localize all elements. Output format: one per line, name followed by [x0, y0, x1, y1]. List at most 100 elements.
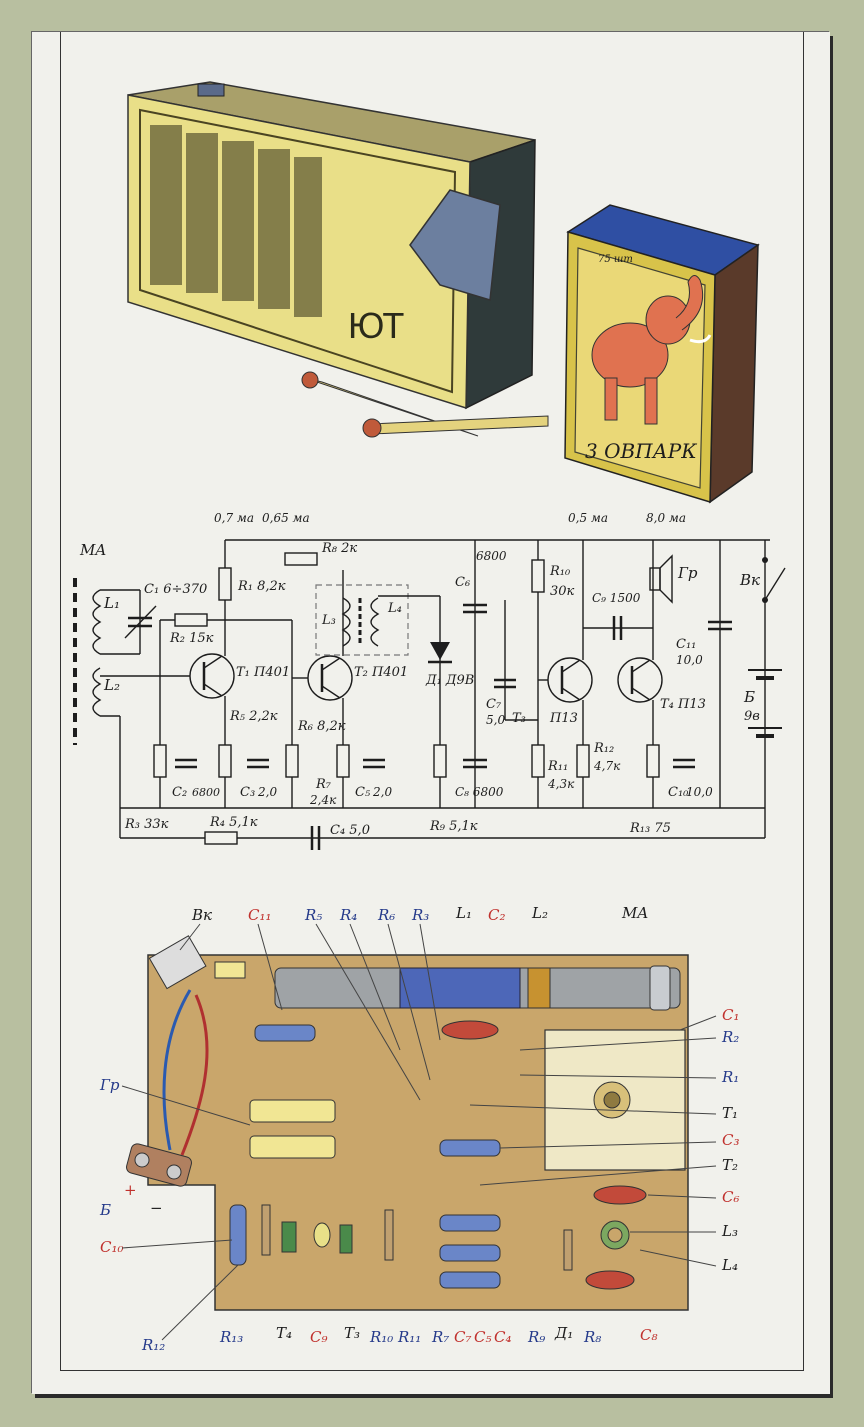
board-label-l1: L₁	[455, 904, 472, 922]
board-label-minus: −	[150, 1199, 163, 1217]
speaker-icon	[649, 554, 673, 604]
board-label-r5: R₅	[304, 906, 322, 924]
label-r8: R₈ 2к	[321, 541, 357, 556]
board-label-c8: C₈	[640, 1326, 658, 1344]
label-r7: R₇	[315, 777, 332, 792]
board-label-r1: R₁	[721, 1068, 739, 1086]
board-label-t4: T₄	[276, 1324, 292, 1342]
board-label-l4: L₄	[721, 1256, 738, 1274]
label-c3: C₃	[240, 785, 255, 800]
label-c7-value: 5,0	[486, 713, 505, 727]
label-c2: C₂	[172, 785, 187, 800]
label-l1: L₁	[103, 594, 120, 612]
board-label-ma: MA	[621, 904, 648, 922]
matchbox-count: 75 шт	[598, 254, 633, 265]
board-label-r10: R₁₀	[369, 1328, 393, 1346]
transistor-t4	[617, 657, 663, 703]
board-label-r9: R₉	[527, 1328, 545, 1346]
board-label-c3: C₃	[722, 1131, 740, 1149]
elephant-icon	[591, 275, 712, 425]
label-r4: R₄ 5,1к	[209, 815, 258, 830]
resistors	[153, 552, 660, 845]
circuit-board: Вк C₁₁ R₅ R₄ R₆ R₃ L₁ C₂ L₂ MA C₁ R₂ R₁ …	[99, 904, 740, 1354]
label-c11-value: 10,0	[676, 653, 703, 667]
board-label-c11: C₁₁	[248, 906, 272, 924]
label-r2: R₂ 15к	[169, 631, 214, 646]
board-label-l3: L₃	[721, 1222, 738, 1240]
label-r12-value: 4,7к	[593, 759, 621, 773]
pocket-radio: ЮТ	[127, 81, 549, 438]
magnetic-antenna	[73, 578, 102, 745]
label-c8: C₈ 6800	[455, 785, 504, 799]
board-label-t1: T₁	[722, 1104, 738, 1122]
matches	[301, 371, 549, 438]
label-l3: L₃	[321, 613, 336, 628]
battery	[748, 669, 782, 738]
board-label-c7: C₇	[454, 1328, 472, 1346]
transistor-t2	[307, 655, 353, 701]
label-l2: L₂	[103, 676, 120, 694]
speaker-terminals	[249, 1099, 336, 1159]
label-t3-value: П13	[549, 711, 578, 726]
board-label-r4: R₄	[339, 906, 357, 924]
board-label-c6: C₆	[722, 1188, 740, 1206]
board-label-c10: C₁₀	[100, 1238, 124, 1256]
label-c9: C₉ 1500	[592, 591, 641, 605]
board-label-c5: C₅	[474, 1328, 492, 1346]
ferrite-rod	[274, 965, 681, 1011]
tuning-dial	[409, 189, 501, 301]
label-r3: R₃ 33к	[124, 817, 169, 832]
label-r11-value: 4,3к	[547, 777, 575, 791]
capacitors	[175, 603, 732, 850]
label-battery: Б	[743, 688, 755, 706]
label-gr: Гр	[677, 564, 698, 582]
label-r5: R₅ 2,2к	[229, 709, 278, 724]
label-r9: R₉ 5,1к	[429, 819, 478, 834]
label-c7: C₇	[486, 697, 502, 712]
label-ma: MA	[79, 541, 106, 559]
board-label-r8: R₈	[583, 1328, 601, 1346]
label-t2: T₂ П401	[354, 665, 408, 680]
board-label-c1: C₁	[722, 1006, 740, 1024]
label-vk: Вк	[739, 571, 760, 589]
label-t3: T₃	[512, 711, 526, 726]
label-c2-value: 6800	[192, 786, 220, 799]
current-1: 0,7 ма	[214, 511, 254, 525]
board-label-d1: Д₁	[554, 1324, 573, 1342]
radio-logo: ЮТ	[348, 305, 404, 346]
label-r12: R₁₂	[593, 741, 614, 756]
label-r1: R₁ 8,2к	[237, 579, 286, 594]
label-r13: R₁₃ 75	[629, 821, 671, 836]
if-transformer-box	[315, 584, 409, 656]
volume-knob	[197, 83, 225, 97]
circuit-schematic: 0,7 ма 0,65 ма 0,5 ма 8,0 ма MA L₁ L₂ C₁…	[73, 511, 786, 850]
label-r6: R₆ 8,2к	[297, 719, 346, 734]
components	[229, 1020, 647, 1290]
board-label-gr: Гр	[99, 1076, 120, 1094]
current-4: 8,0 ма	[646, 511, 686, 525]
label-t4: T₄ П13	[660, 697, 706, 712]
board-label-l2: L₂	[531, 904, 548, 922]
label-c10: C₁₀	[668, 785, 689, 800]
label-c10-value: 10,0	[686, 785, 713, 799]
board-label-c2: C₂	[488, 906, 506, 924]
label-c4: C₄ 5,0	[330, 823, 370, 838]
board-label-r7: R₇	[431, 1328, 449, 1346]
board-label-battery: Б	[99, 1201, 111, 1219]
current-3: 0,5 ма	[568, 511, 608, 525]
diode-d1	[428, 642, 452, 664]
board-label-t2: T₂	[722, 1156, 738, 1174]
power-switch	[762, 557, 786, 603]
board-label-t3: T₃	[344, 1324, 360, 1342]
label-r10: R₁₀	[549, 564, 571, 579]
label-r11: R₁₁	[547, 759, 568, 774]
matchbox: 75 шт 3 ОВПАРК	[564, 204, 760, 504]
label-c11: C₁₁	[676, 637, 696, 652]
label-r10-value: 30к	[550, 584, 575, 599]
label-c6-value: 6800	[476, 549, 507, 563]
label-r7-value: 2,4к	[309, 793, 337, 807]
board-label-c9: C₉	[310, 1328, 328, 1346]
label-c5-value: 2,0	[372, 785, 392, 799]
transistor-t3	[547, 657, 593, 703]
